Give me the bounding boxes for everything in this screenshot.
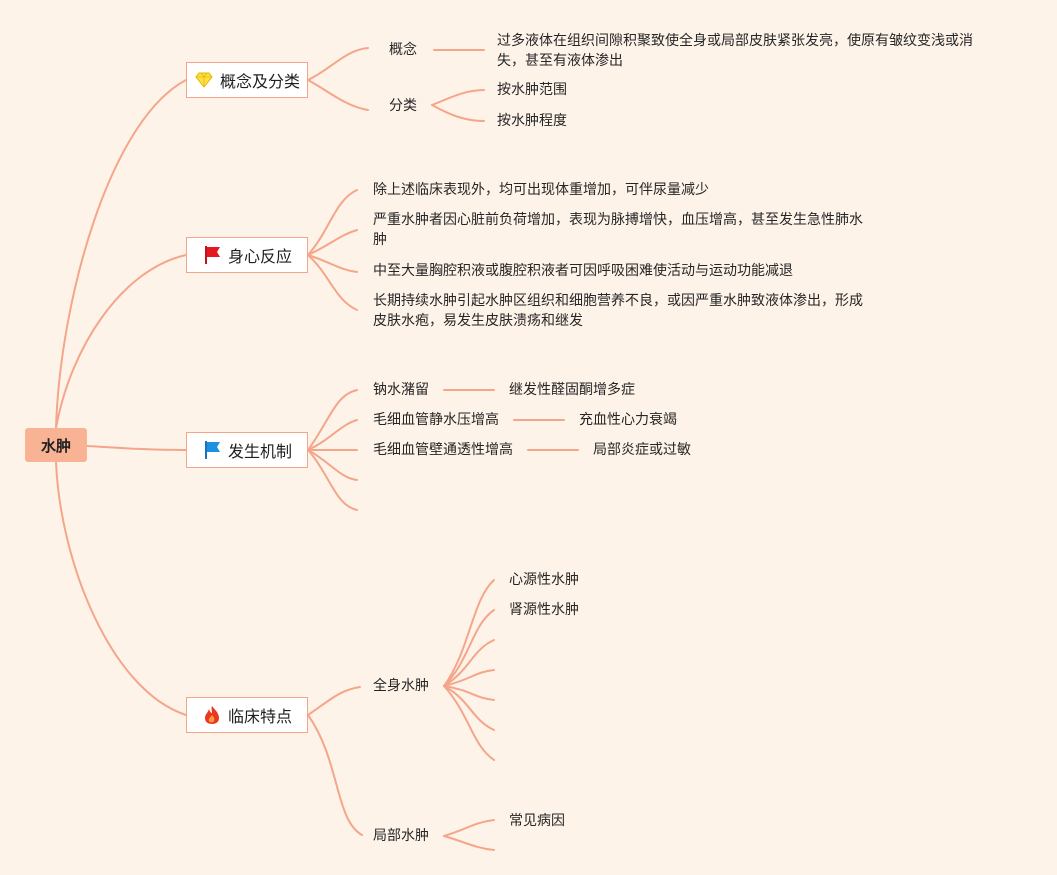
link-reaction-item-1 [307,189,358,256]
link-reaction-item-2 [307,229,358,256]
link-mechanism-empty-1 [307,449,358,481]
link-classification-range [431,89,485,106]
mechanism-example-3[interactable]: 局部炎症或过敏 [593,442,691,458]
link-general-item-2 [443,609,495,687]
link-clinical-general [307,686,361,716]
classification-label[interactable]: 分类 [389,98,417,114]
link-local-empty-1 [443,835,495,851]
reaction-item-2[interactable]: 严重水肿者因心脏前负荷增加，表现为脉搏增快，血压增高，甚至发生急性肺水肿 [373,212,863,248]
blue-flag-icon [202,440,222,460]
gem-icon [194,70,214,90]
link-root-reaction [55,254,187,429]
link-general-empty-3 [443,685,495,701]
general-edema-item-2[interactable]: 肾源性水肿 [509,602,579,618]
topic-reaction-label: 身心反应 [227,247,292,266]
reaction-item-1[interactable]: 除上述临床表现外，均可出现体重增加，可伴尿量减少 [373,182,709,198]
link-clinical-local [307,714,363,836]
link-reaction-item-3 [307,254,358,273]
link-classification-degree [431,104,485,122]
local-edema-label[interactable]: 局部水肿 [373,828,429,844]
link-general-empty-2 [443,669,495,687]
definition-detail[interactable]: 过多液体在组织间隙积聚致使全身或局部皮肤紧张发亮，使原有皱纹变浅或消失，甚至有液… [497,33,973,69]
reaction-item-4[interactable]: 长期持续水肿引起水肿区组织和细胞营养不良，或因严重水肿致液体渗出，形成皮肤水疱，… [373,293,863,329]
mechanism-example-1[interactable]: 继发性醛固酮增多症 [509,382,635,398]
link-general-empty-5 [443,685,495,761]
link-mechanism-empty-2 [307,449,358,511]
topic-clinical-label: 临床特点 [227,707,292,726]
topic-reaction[interactable]: 身心反应 [186,237,308,273]
general-edema-item-1[interactable]: 心源性水肿 [509,572,579,588]
link-root-concept [55,79,187,429]
link-reaction-item-4 [307,254,358,311]
link-root-clinical [55,461,187,716]
root-label: 水肿 [40,436,71,455]
fire-icon [202,705,222,725]
link-concept-definition [307,47,369,81]
reaction-item-3[interactable]: 中至大量胸腔积液或腹腔积液者可因呼吸困难使活动与运动功能减退 [373,263,793,279]
classification-item-range[interactable]: 按水肿范围 [497,82,567,98]
mechanism-cause-2[interactable]: 毛细血管静水压增高 [373,412,499,428]
link-general-empty-4 [443,685,495,731]
local-edema-item-1[interactable]: 常见病因 [509,813,565,829]
mechanism-cause-1[interactable]: 钠水潴留 [373,382,429,398]
link-general-item-1 [443,579,495,687]
topic-clinical[interactable]: 临床特点 [186,697,308,733]
classification-item-degree[interactable]: 按水肿程度 [497,113,567,129]
general-edema-label[interactable]: 全身水肿 [373,678,429,694]
link-local-item-1 [443,819,495,837]
red-flag-icon [202,245,222,265]
topic-concept[interactable]: 概念及分类 [186,62,308,98]
topic-mechanism[interactable]: 发生机制 [186,432,308,468]
mechanism-example-2[interactable]: 充血性心力衰竭 [579,412,677,428]
link-mechanism-item-2 [307,419,358,451]
mechanism-cause-3[interactable]: 毛细血管壁通透性增高 [373,442,513,458]
link-general-empty-1 [443,639,495,687]
topic-mechanism-label: 发生机制 [227,442,292,461]
link-concept-classification [307,79,369,111]
topic-concept-label: 概念及分类 [219,72,300,91]
definition-label[interactable]: 概念 [389,42,417,58]
link-mechanism-item-1 [307,389,358,451]
link-root-mechanism [86,445,187,451]
root-node[interactable]: 水肿 [25,428,87,462]
